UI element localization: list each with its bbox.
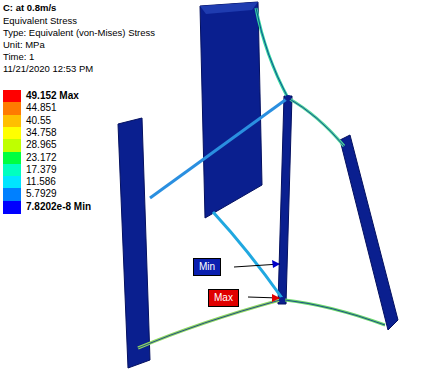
legend-swatch	[3, 188, 21, 201]
legend-swatch	[3, 102, 21, 115]
plot-title: C: at 0.8m/s	[3, 2, 56, 14]
legend-value: 5.7929	[26, 188, 57, 200]
unit-label: Unit: MPa	[3, 39, 45, 51]
legend-swatch	[3, 139, 21, 152]
hub	[279, 297, 285, 303]
legend-value: 17.379	[26, 164, 57, 176]
legend-value: 28.965	[26, 139, 57, 151]
leader-arrow	[272, 260, 280, 268]
hub	[285, 95, 291, 101]
blade	[118, 118, 150, 368]
blade	[340, 135, 398, 330]
leader-arrow	[272, 294, 280, 302]
blade-top	[200, 2, 258, 14]
blade	[200, 2, 262, 218]
result-name: Equivalent Stress	[3, 15, 77, 27]
legend-value: 23.172	[26, 152, 57, 164]
arm	[138, 8, 385, 348]
legend-value: 44.851	[26, 102, 57, 114]
legend-value: 40.55	[26, 115, 51, 127]
time-label: Time: 1	[3, 51, 34, 63]
max-flag: Max	[208, 289, 239, 307]
legend-value: 49.152 Max	[26, 90, 79, 102]
legend-value: 11.586	[26, 176, 56, 188]
legend-swatch	[3, 201, 21, 214]
legend-value: 34.758	[26, 127, 57, 139]
shaft	[278, 96, 292, 304]
result-type: Type: Equivalent (von-Mises) Stress	[3, 27, 155, 39]
min-flag: Min	[193, 258, 221, 276]
legend-value: 7.8202e-8 Min	[26, 201, 91, 213]
date-label: 11/21/2020 12:53 PM	[3, 63, 93, 75]
